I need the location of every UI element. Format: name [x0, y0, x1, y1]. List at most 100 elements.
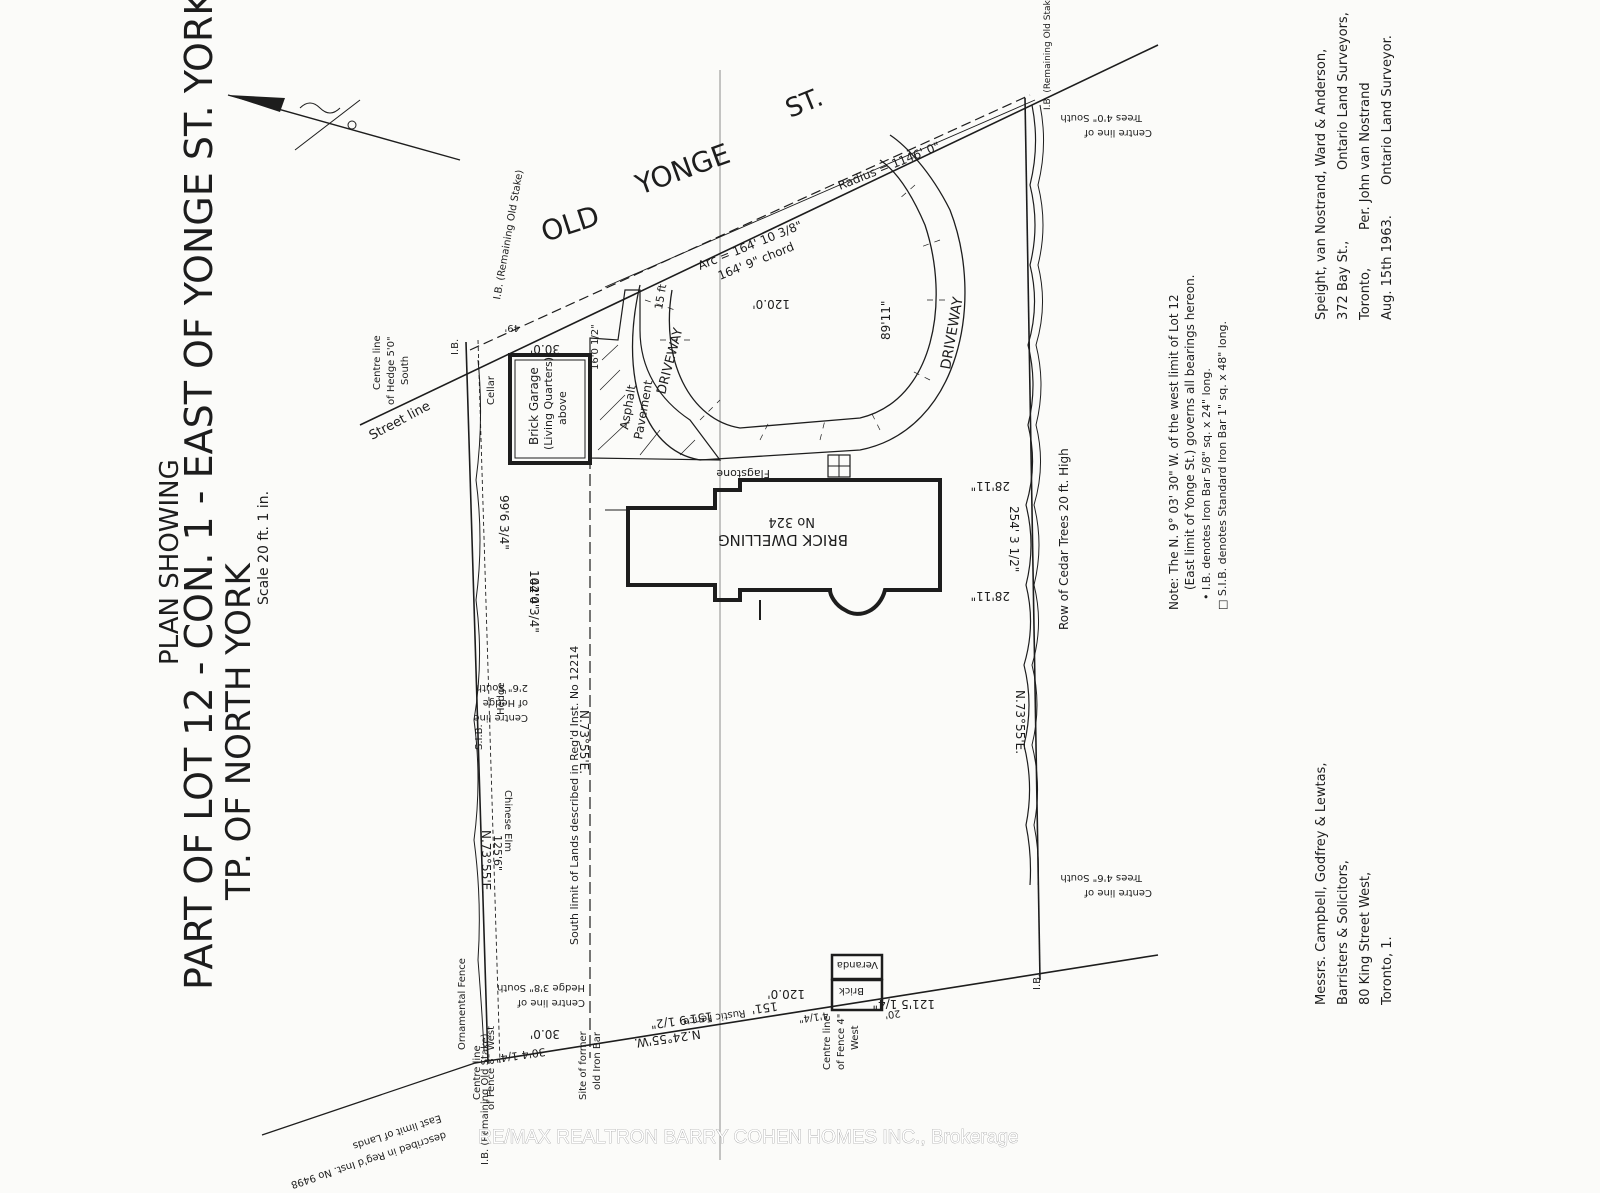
driveway-label-a: DRIVEWAY	[654, 326, 686, 396]
surveyor-line-5: Per. John van Nostrand	[1358, 82, 1373, 230]
surveyor-line-3: Ontario Land Surveyors,	[1336, 12, 1351, 170]
dim-120b: 120.0'	[767, 987, 805, 1001]
fence-west-1: Centre line	[822, 1015, 833, 1070]
right-notes: Centre line of Trees 4'0" South Centre l…	[1032, 0, 1229, 990]
radius-label: Radius = 1146' 0"	[836, 139, 942, 193]
ib-bottom-note: I.B.	[1032, 974, 1043, 990]
dim-121: 121'5 1/4"	[873, 997, 935, 1011]
hedge-low-1: Centre line of	[517, 997, 585, 1008]
dim-28a: 28'11"	[971, 479, 1010, 493]
dim-120: 120.0'	[752, 297, 790, 311]
bearing-2: N.73°55'E.	[1013, 690, 1027, 754]
title-scale: Scale 20 ft. 1 in.	[256, 491, 272, 605]
lot-boundary	[261, 70, 1159, 1160]
asphalt-pavement	[589, 289, 722, 461]
dim-4: 4'1/4"	[798, 1009, 829, 1024]
hedge-mid-2: of Hedge	[483, 697, 528, 708]
garage-label-2: (Living Quarters)	[542, 357, 555, 450]
client-line-1: Messrs. Campbell, Godfrey & Lewtas,	[1314, 763, 1329, 1005]
note-line-1: Note: The N. 9° 03' 30" W. of the west l…	[1167, 294, 1181, 610]
surveyor-line-4: Toronto,	[1358, 268, 1373, 321]
brick-veranda	[830, 953, 884, 1012]
client-block: Messrs. Campbell, Godfrey & Lewtas, Barr…	[1314, 763, 1395, 1006]
brick-garage	[508, 353, 592, 465]
dim-99: 99'6 3/4"	[497, 495, 511, 550]
hedge-label: Hedge	[496, 682, 507, 715]
hedge-note-3: South	[400, 356, 411, 385]
dim-30a: 30.0'	[530, 342, 560, 356]
hedge-note-2: of Hedge 5'0"	[386, 336, 397, 405]
corner-ib-note: I.B. (Remaining Old Stake)	[480, 1033, 491, 1165]
circular-driveway	[631, 134, 966, 461]
dim-30b: 30.0'	[530, 1027, 560, 1041]
dim-89: 89'11"	[879, 301, 893, 340]
ib-note-1: I.B. (Remaining Old Stake)	[492, 169, 526, 301]
dim-151b: 151'	[751, 999, 779, 1017]
dim-20: 20'	[884, 1007, 901, 1020]
dim-125: 125'6"	[491, 835, 504, 871]
elm-label: Chinese Elm	[502, 790, 513, 852]
dim-49: 49'	[505, 322, 520, 333]
note-line-4: □ S.I.B. denotes Standard Iron Bar 1" sq…	[1216, 321, 1229, 610]
title-line-1: PLAN SHOWING	[155, 459, 185, 665]
plan-title: PLAN SHOWING PART OF LOT 12 - CON. 1 - E…	[155, 0, 272, 990]
former-bar-2: old Iron Bar	[592, 1031, 603, 1090]
street-name-1: OLD	[537, 199, 604, 249]
veranda-label: Veranda	[837, 959, 878, 970]
dim-254: 254' 3 1/2"	[1007, 506, 1021, 572]
fence-note-1: Centre line	[472, 1045, 483, 1100]
brick-dwelling	[605, 454, 942, 620]
street-name-2: YONGE	[630, 137, 734, 202]
trees-bot-2: Trees 4'6" South	[1060, 872, 1143, 883]
ornamental-fence-label: Ornamental Fence	[457, 958, 468, 1050]
client-line-2: Barristers & Solicitors,	[1336, 860, 1351, 1005]
fence-west-2: of Fence 4"	[836, 1014, 847, 1070]
dim-16: 16'0 1/2"	[590, 324, 601, 370]
fence-note-2: of Fence 8" West	[486, 1026, 497, 1110]
hedge-low-2: Hedge 3'8" South	[497, 982, 585, 993]
driveway-label-b: DRIVEWAY	[938, 295, 967, 370]
dim-30c: 30'4 1/4"	[495, 1045, 547, 1065]
surveyor-line-6: Aug. 15th 1963.	[1380, 215, 1395, 320]
former-bar-1: Site of former	[578, 1030, 589, 1100]
dim-42: 42'4 3/4"	[527, 578, 541, 633]
bearing-1: N.73°55'E.	[577, 710, 591, 774]
title-line-3: TP. OF NORTH YORK	[219, 562, 259, 902]
surveyor-line-7: Ontario Land Surveyor.	[1380, 35, 1395, 185]
cedar-tree-row	[1023, 104, 1037, 886]
dwelling-label: BRICK DWELLING	[718, 531, 848, 549]
note-line-2: (East limit of Yonge St.) governs all be…	[1183, 275, 1197, 591]
driveway-width-label: 15 ft	[652, 282, 669, 310]
trees-top-1: Centre line of	[1084, 127, 1152, 138]
surveyor-line-2: 372 Bay St.,	[1336, 241, 1351, 320]
dim-104: 104'0"	[527, 570, 541, 609]
surveyor-line-1: Speight, van Nostrand, Ward & Anderson,	[1314, 49, 1329, 320]
dwelling-number: No 324	[768, 514, 815, 529]
sib-note: S.I.B.	[474, 724, 485, 750]
ib-note-2: I.B.	[450, 339, 461, 355]
south-limit-label: South limit of Lands described in Reg'd …	[568, 646, 581, 945]
hedge-mid-1: Centre line	[473, 712, 528, 723]
note-line-3: • I.B. denotes Iron Bar 5/8" sq. x 24" l…	[1200, 368, 1213, 600]
cedar-label: Row of Cedar Trees 20 ft. High	[1057, 448, 1071, 630]
brokerage-watermark: RE/MAX REALTRON BARRY COHEN HOMES INC., …	[478, 1127, 1019, 1148]
trees-top-2: Trees 4'0" South	[1060, 112, 1143, 123]
ib-top-note: I.B. (Remaining Old Stake)	[1043, 0, 1053, 110]
hedge-mid-3: 2'6" South	[476, 682, 528, 693]
hedge-note-1: Centre line	[372, 335, 383, 390]
building-labels: BRICK DWELLING No 324 Brick Garage (Livi…	[486, 282, 967, 996]
north-arrow-icon	[227, 94, 461, 161]
client-line-4: Toronto, 1.	[1380, 936, 1395, 1006]
title-line-2: PART OF LOT 12 - CON. 1 - EAST OF YONGE …	[177, 0, 221, 990]
trees-bot-1: Centre line of	[1084, 887, 1152, 898]
surveyor-block: Speight, van Nostrand, Ward & Anderson, …	[1314, 12, 1395, 321]
garage-label-3: above	[556, 391, 569, 425]
cellar-label: Cellar	[486, 375, 497, 405]
bearing-4: N.24°55'W.	[633, 1027, 701, 1050]
dim-28b: 28'11"	[971, 589, 1010, 603]
garage-label-1: Brick Garage	[527, 367, 541, 445]
street-name-3: ST.	[781, 83, 827, 125]
brick-veranda-label: Brick	[839, 985, 864, 996]
client-line-3: 80 King Street West,	[1358, 872, 1373, 1005]
